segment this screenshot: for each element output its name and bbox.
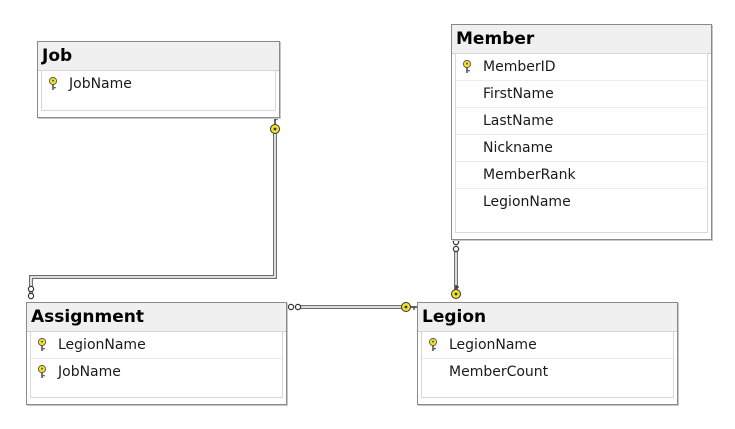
column-name: FirstName — [483, 86, 554, 102]
column-row[interactable]: LegionName — [456, 189, 707, 216]
primary-key-icon — [48, 77, 58, 90]
column-row[interactable]: LegionName — [31, 332, 282, 359]
column-row[interactable]: LegionName — [422, 332, 673, 359]
column-row[interactable]: MemberCount — [422, 359, 673, 386]
infinity-icon — [452, 238, 460, 253]
key-icon — [270, 117, 280, 134]
table-title: Assignment — [31, 307, 144, 327]
column-row[interactable]: MemberID — [456, 54, 707, 81]
key-icon — [401, 302, 417, 312]
column-row[interactable]: FirstName — [456, 81, 707, 108]
column-name: LegionName — [449, 337, 537, 353]
column-list: MemberID FirstName LastName Nickname Mem… — [455, 53, 708, 233]
column-name: LastName — [483, 113, 554, 129]
primary-key-icon — [37, 365, 47, 378]
column-list: LegionName MemberCount — [421, 331, 674, 398]
relationship-job-assignment[interactable] — [29, 130, 277, 295]
table-job[interactable]: Job JobName — [37, 41, 280, 118]
column-list: LegionName JobName — [30, 331, 283, 398]
column-name: LegionName — [58, 337, 146, 353]
table-header[interactable]: Member — [452, 25, 711, 54]
key-icon — [451, 285, 461, 299]
column-name: Nickname — [483, 140, 553, 156]
table-title: Job — [42, 46, 73, 66]
column-name: LegionName — [483, 194, 571, 210]
infinity-icon — [287, 303, 302, 311]
primary-key-icon — [462, 60, 472, 73]
column-row[interactable]: Nickname — [456, 135, 707, 162]
column-name: MemberCount — [449, 364, 549, 380]
column-name: MemberID — [483, 59, 556, 75]
table-legion[interactable]: Legion LegionName MemberCount — [417, 302, 678, 405]
column-list: JobName — [41, 70, 276, 111]
column-name: JobName — [69, 76, 132, 92]
column-row[interactable]: JobName — [42, 71, 275, 98]
column-row[interactable]: MemberRank — [456, 162, 707, 189]
table-title: Legion — [422, 307, 487, 327]
primary-key-icon — [428, 338, 438, 351]
table-assignment[interactable]: Assignment LegionName JobName — [26, 302, 287, 405]
primary-key-icon — [37, 338, 47, 351]
table-header[interactable]: Legion — [418, 303, 677, 332]
table-member[interactable]: Member MemberID FirstName LastName Nickn… — [451, 24, 712, 240]
column-row[interactable]: LastName — [456, 108, 707, 135]
table-title: Member — [456, 29, 535, 49]
table-header[interactable]: Job — [38, 42, 279, 71]
infinity-icon — [27, 285, 35, 300]
table-header[interactable]: Assignment — [27, 303, 286, 332]
column-row[interactable]: JobName — [31, 359, 282, 386]
column-name: JobName — [58, 364, 121, 380]
column-name: MemberRank — [483, 167, 576, 183]
